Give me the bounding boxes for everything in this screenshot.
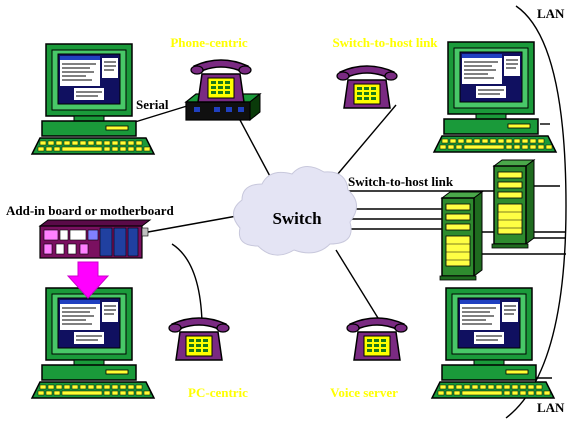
switch-to-host-link-top-label: Switch-to-host link bbox=[332, 35, 438, 50]
pc-workstation-icon bbox=[433, 41, 557, 153]
down-arrow-icon bbox=[66, 261, 110, 299]
pc-workstation-icon bbox=[431, 287, 555, 399]
switch-to-host-link-mid-label: Switch-to-host link bbox=[348, 174, 454, 189]
switch-to-voice-server-line bbox=[335, 249, 379, 319]
pc-phone-to-board-line bbox=[171, 243, 203, 323]
pc-centric-label: PC-centric bbox=[188, 385, 248, 400]
switch-label: Switch bbox=[272, 209, 322, 228]
add-in-board-icon bbox=[38, 219, 152, 259]
server-tower-icon bbox=[491, 159, 535, 249]
pbx-to-switch-line bbox=[239, 119, 273, 181]
serial-link-line bbox=[134, 105, 188, 123]
phone-centric-label: Phone-centric bbox=[170, 35, 247, 50]
pc-workstation-icon bbox=[31, 287, 155, 399]
voice-server-label: Voice server bbox=[330, 385, 398, 400]
telephone-icon bbox=[336, 65, 398, 109]
switch-cloud-icon: Switch bbox=[233, 166, 357, 256]
board-to-switch-line bbox=[147, 213, 249, 233]
lan-top-label: LAN bbox=[537, 6, 565, 21]
add-in-board-label: Add-in board or motherboard bbox=[6, 203, 174, 218]
connection-lines bbox=[134, 5, 567, 419]
server-tower-icon bbox=[439, 191, 483, 281]
serial-label: Serial bbox=[136, 97, 169, 112]
telephone-icon bbox=[168, 317, 230, 361]
telephone-icon bbox=[190, 59, 252, 103]
telephone-icon bbox=[346, 317, 408, 361]
lan-bottom-label: LAN bbox=[537, 400, 565, 415]
